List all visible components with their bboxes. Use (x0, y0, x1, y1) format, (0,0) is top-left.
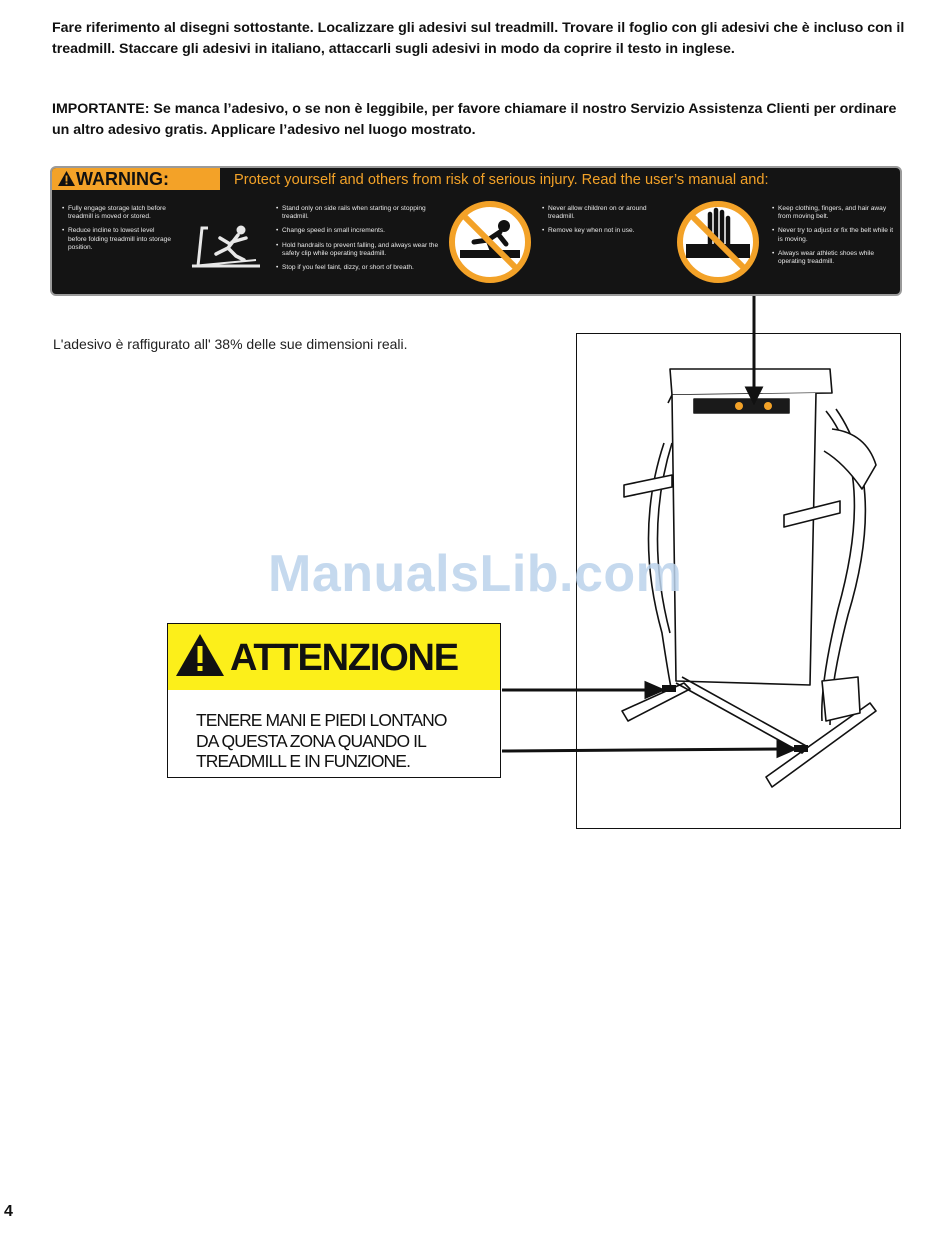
no-hands-near-belt-icon (677, 201, 759, 283)
page-number: 4 (4, 1203, 13, 1220)
warning-column-3: Never allow children on or around treadm… (542, 205, 660, 242)
attention-decal: ATTENZIONE TENERE MANI E PIEDI LONTANO D… (167, 623, 501, 778)
attention-title: ATTENZIONE (230, 637, 459, 679)
warning-column-2: Stand only on side rails when starting o… (276, 205, 444, 278)
attention-line: DA QUESTA ZONA QUANDO IL (196, 730, 427, 751)
intro-paragraph: Fare riferimento al disegni sottostante.… (52, 20, 905, 57)
warning-item: Hold handrails to prevent falling, and a… (276, 242, 444, 258)
treadmill-figure-frame (576, 333, 901, 829)
warning-item: Stand only on side rails when starting o… (276, 205, 444, 221)
warning-column-4: Keep clothing, fingers, and hair away fr… (772, 205, 894, 272)
warning-headline: Protect yourself and others from risk of… (234, 172, 769, 188)
warning-label: WARNING: (76, 169, 169, 189)
attention-band: ATTENZIONE (168, 624, 500, 690)
attention-line: TENERE MANI E PIEDI LONTANO (196, 710, 447, 730)
folded-treadmill-illustration (621, 368, 877, 788)
arrowhead (744, 386, 764, 406)
attention-message: TENERE MANI E PIEDI LONTANO DA QUESTA ZO… (196, 710, 447, 772)
scale-caption: L'adesivo è raffigurato all' 38% delle s… (53, 336, 408, 352)
warning-tag: WARNING: (52, 168, 220, 190)
warning-item: Never try to adjust or fix the belt whil… (772, 227, 894, 243)
warning-column-1: Fully engage storage latch before treadm… (62, 205, 172, 258)
warning-decal: WARNING: Protect yourself and others fro… (50, 166, 902, 296)
warning-item: Never allow children on or around treadm… (542, 205, 660, 221)
arrowhead (776, 739, 798, 759)
arrow-to-deck-rear (501, 747, 783, 753)
attention-line: TREADMILL E IN FUNZIONE. (196, 751, 411, 771)
warning-item: Fully engage storage latch before treadm… (62, 205, 172, 221)
arrowhead (644, 680, 666, 700)
warning-item: Change speed in small increments. (276, 227, 444, 235)
warning-item: Keep clothing, fingers, and hair away fr… (772, 205, 894, 221)
warning-item: Remove key when not in use. (542, 227, 660, 235)
warning-triangle-icon (58, 171, 75, 186)
folding-treadmill-icon (191, 225, 260, 268)
watermark: ManualsLib.com (268, 545, 683, 603)
no-children-icon (449, 201, 531, 283)
warning-triangle-icon (176, 634, 224, 676)
warning-item: Always wear athletic shoes while operati… (772, 250, 894, 266)
warning-item: Stop if you feel faint, dizzy, or short … (276, 264, 444, 272)
important-paragraph: IMPORTANTE: Se manca l’adesivo, o se non… (52, 101, 897, 138)
warning-item: Reduce incline to lowest level before fo… (62, 227, 172, 252)
